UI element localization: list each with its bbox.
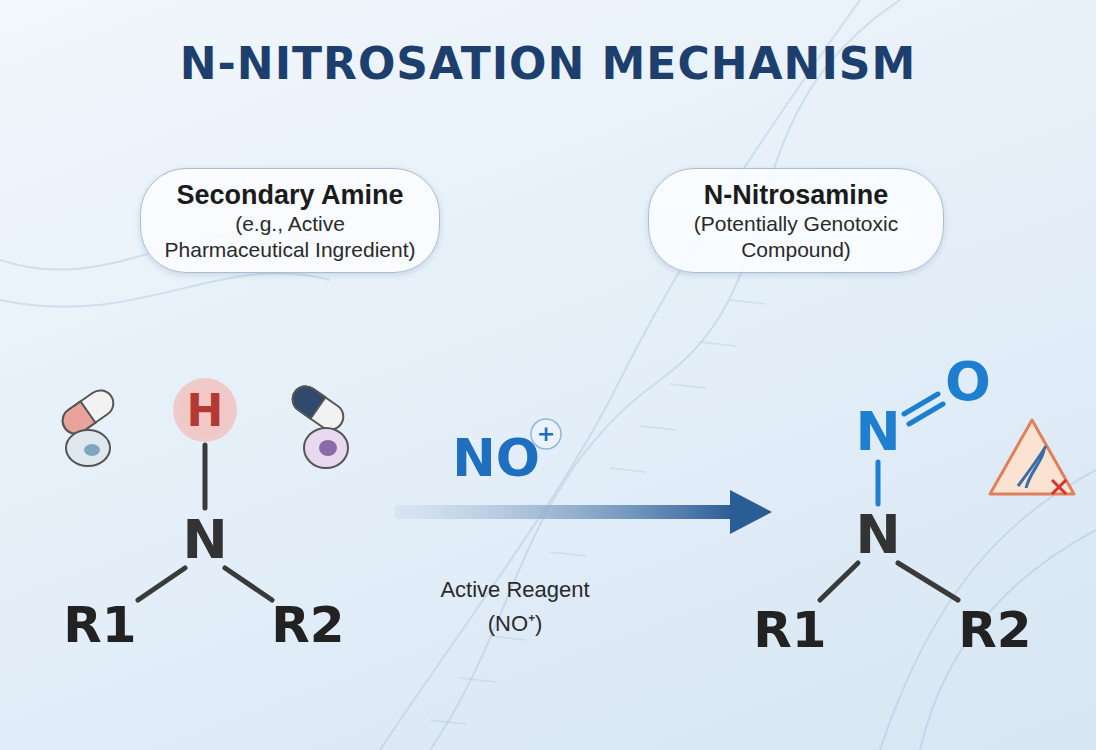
pill-heading: Secondary Amine <box>163 179 417 211</box>
pill-note: (e.g., Active Pharmaceutical Ingredient) <box>163 211 417 261</box>
atom-hydrogen: H <box>187 389 224 433</box>
pill-note: (Potentially Genotoxic Compound) <box>671 211 921 261</box>
charge-sign: + <box>537 423 555 445</box>
substituent-label: R1 <box>753 605 826 655</box>
reagent-symbol: NO <box>452 432 540 484</box>
pill-heading: N-Nitrosamine <box>671 179 921 211</box>
hydrogen-highlight <box>173 378 237 442</box>
genotoxic-warning-icon <box>990 420 1074 494</box>
capsule-icon <box>288 381 349 434</box>
atom-nitrogen: N <box>182 513 227 567</box>
bond-lines <box>820 563 958 600</box>
arrow-label: (NO⁺) <box>488 613 543 635</box>
arrow-label: Active Reagent <box>440 579 589 601</box>
substituent-label: R2 <box>271 600 344 650</box>
diagram-title: N-NITROSATION MECHANISM <box>0 38 1096 89</box>
substituent-label: R2 <box>958 605 1031 655</box>
cell-icon <box>66 430 110 466</box>
cell-icon <box>304 428 348 468</box>
atom-nitrogen: N <box>855 405 900 459</box>
atom-oxygen: O <box>945 355 991 409</box>
bond-lines <box>138 445 272 600</box>
reaction-arrow <box>395 490 772 534</box>
label-pill: Secondary Amine(e.g., Active Pharmaceuti… <box>140 168 440 273</box>
label-pill: N-Nitrosamine(Potentially Genotoxic Comp… <box>648 168 944 273</box>
atom-nitrogen: N <box>855 508 900 562</box>
substituent-label: R1 <box>63 600 136 650</box>
